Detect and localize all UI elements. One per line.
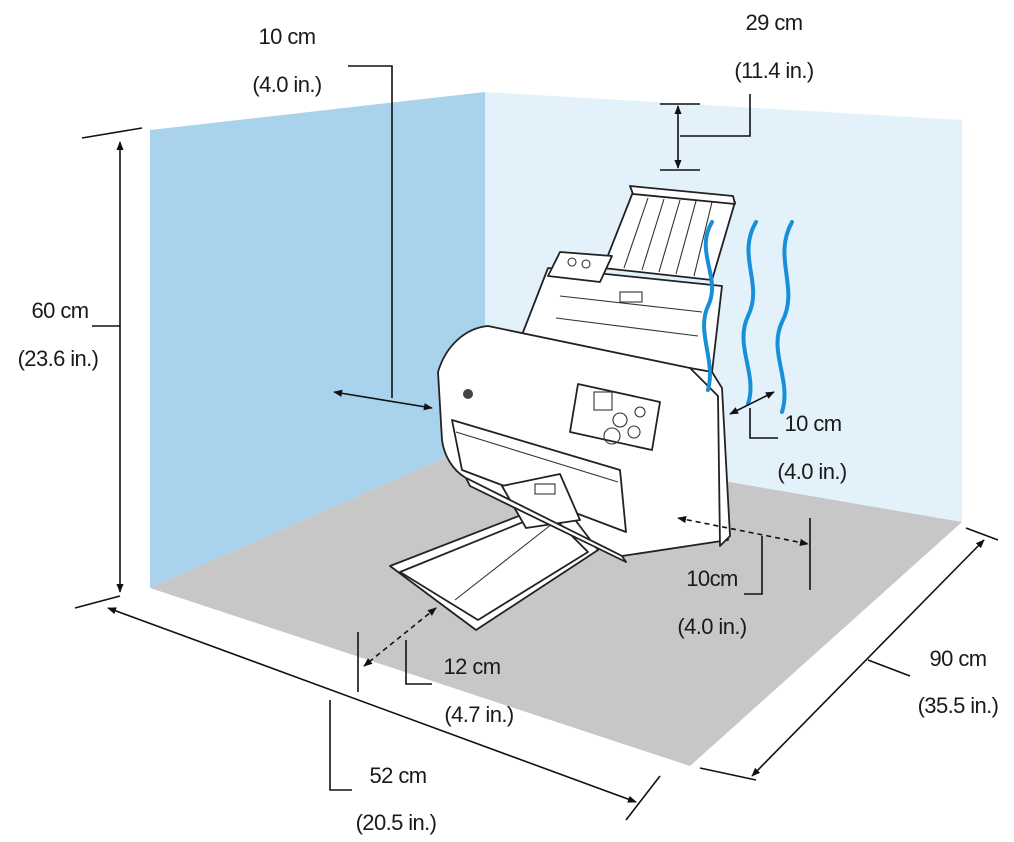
width-metric-label: 52 cm: [370, 763, 427, 788]
left-clearance-metric-label: 10 cm: [259, 24, 316, 49]
front-clearance-metric-label: 12 cm: [444, 654, 501, 679]
left-clearance-imperial-label: (4.0 in.): [252, 72, 321, 97]
front-clearance-imperial-label: (4.7 in.): [444, 702, 513, 727]
right-clearance-metric-label: 10cm: [686, 566, 737, 591]
width-imperial-label: (20.5 in.): [356, 810, 437, 835]
scanner-illustration: [389, 185, 736, 631]
height-metric-label: 60 cm: [32, 298, 89, 323]
rear-clearance-imperial-label: (4.0 in.): [777, 459, 846, 484]
top-clearance-dimension: [660, 94, 751, 171]
height-dimension: [74, 127, 143, 609]
left-wall: [150, 92, 485, 588]
airflow-waves-icon: [702, 220, 794, 414]
right-clearance-imperial-label: (4.0 in.): [677, 614, 746, 639]
left-clearance-dimension: [333, 65, 433, 411]
height-imperial-label: (23.6 in.): [18, 346, 99, 371]
rear-clearance-dimension: [729, 391, 778, 439]
rear-clearance-metric-label: 10 cm: [785, 411, 842, 436]
top-clearance-imperial-label: (11.4 in.): [734, 58, 813, 83]
depth-imperial-label: (35.5 in.): [918, 693, 999, 718]
width-dimension: [107, 607, 661, 821]
depth-dimension: [699, 527, 999, 781]
top-clearance-metric-label: 29 cm: [746, 10, 803, 35]
depth-metric-label: 90 cm: [930, 646, 987, 671]
